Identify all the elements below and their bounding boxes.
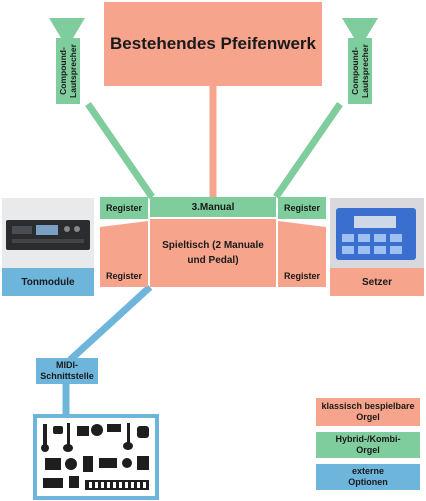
tonmodule-label: Tonmodule xyxy=(21,276,75,288)
left-speaker-box: Compound- Lautsprecher xyxy=(56,38,80,104)
register-top-left: Register xyxy=(100,197,148,219)
pipework-box: Bestehendes Pfeifenwerk xyxy=(104,2,322,86)
console-box: Spieltisch (2 Manuale und Pedal) xyxy=(150,219,276,287)
register-bottom-left-label: Register xyxy=(105,271,142,281)
register-bottom-left: Register xyxy=(100,265,148,287)
right-speaker-box: Compound- Lautsprecher xyxy=(348,38,372,104)
legend-external-label: externe Optionen xyxy=(348,466,388,487)
pipework-label: Bestehendes Pfeifenwerk xyxy=(110,34,316,53)
midi-connector xyxy=(67,284,153,363)
tonmodule-box: Tonmodule xyxy=(2,268,94,296)
register-bottom-right-label: Register xyxy=(283,271,320,281)
register-top-right: Register xyxy=(278,197,326,219)
legend-hybrid-label: Hybrid-/Kombi- Orgel xyxy=(335,434,401,455)
instrument-collage-icon xyxy=(41,423,149,490)
setzer-label: Setzer xyxy=(361,276,392,288)
midi-label: MIDI- Schnittstelle xyxy=(40,360,94,381)
left-speaker-label: Compound- Lautsprecher xyxy=(58,44,78,98)
right-speaker-horn-icon xyxy=(342,18,378,38)
legend-external: externe Optionen xyxy=(316,464,420,490)
legend-classic: klassisch bespielbare Orgel xyxy=(316,398,420,426)
setzer-box: Setzer xyxy=(330,268,424,296)
tonmodule-image xyxy=(2,198,94,268)
register-bottom-left-shape xyxy=(100,221,148,287)
midi-box: MIDI- Schnittstelle xyxy=(36,358,98,384)
legend-classic-label: klassisch bespielbare Orgel xyxy=(321,401,415,422)
third-manual-label: 3.Manual xyxy=(191,201,235,213)
left-speaker-connector xyxy=(85,102,155,199)
external-devices-box xyxy=(33,414,159,500)
register-top-right-label: Register xyxy=(283,203,320,213)
right-speaker-connector xyxy=(273,102,343,199)
legend-hybrid: Hybrid-/Kombi- Orgel xyxy=(316,432,420,458)
setzer-image xyxy=(330,198,424,268)
register-bottom-right-shape xyxy=(278,221,326,287)
console-label: Spieltisch (2 Manuale und Pedal) xyxy=(162,240,264,266)
external-devices-image xyxy=(37,418,155,496)
left-speaker-horn-icon xyxy=(49,18,85,38)
third-manual-box: 3.Manual xyxy=(150,197,276,217)
register-top-left-label: Register xyxy=(105,203,142,213)
register-bottom-right: Register xyxy=(278,265,326,287)
right-speaker-label: Compound- Lautsprecher xyxy=(350,44,370,98)
